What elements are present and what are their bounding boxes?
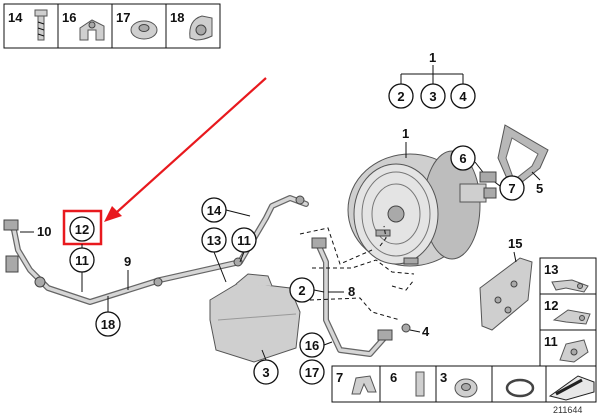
callout-10: 10: [37, 224, 51, 239]
sealant-pack-icon: [548, 375, 595, 401]
side-legend-num-11: 11: [544, 334, 558, 349]
callout-2: 2: [298, 283, 305, 298]
vacuum-line: [3, 195, 309, 305]
bracket: [479, 257, 533, 331]
callout-5: 5: [536, 181, 543, 196]
booster-hose: [311, 237, 393, 357]
callout-2-top: 2: [397, 89, 404, 104]
callout-16: 16: [305, 338, 319, 353]
bottom-legend: 7 6 3: [331, 365, 597, 403]
side-legend-num-13: 13: [544, 262, 558, 277]
top-legend-num-16: 16: [62, 10, 76, 25]
pin-icon: [415, 371, 425, 397]
callout-12: 12: [75, 222, 89, 237]
callout-15: 15: [508, 236, 522, 251]
highlight-arrow: [116, 77, 267, 213]
gasket: [497, 124, 549, 191]
bottom-legend-num-3: 3: [440, 370, 447, 385]
callout-6: 6: [459, 151, 466, 166]
bottom-legend-num-7: 7: [336, 370, 343, 385]
elbow-connector: [3, 219, 19, 231]
bracket-icon: [551, 279, 589, 293]
callout-3-top: 3: [429, 89, 436, 104]
check-valve: [5, 255, 19, 273]
callout-11-left: 11: [75, 253, 89, 268]
top-legend-num-18: 18: [170, 10, 184, 25]
callout-17: 17: [305, 365, 319, 380]
callout-1: 1: [402, 126, 409, 141]
nut-icon: [130, 20, 158, 40]
side-legend: 13 12 11: [539, 257, 597, 369]
collar-nut-icon: [454, 378, 478, 398]
bolt-icon: [34, 9, 48, 41]
callout-4-top: 4: [459, 89, 467, 104]
callout-1-top: 1: [429, 50, 436, 65]
callout-13: 13: [207, 233, 221, 248]
callout-11-mid: 11: [237, 233, 251, 248]
callout-18: 18: [101, 317, 115, 332]
valve-clip-icon: [559, 339, 589, 363]
reference-number: 211644: [553, 405, 582, 415]
callout-9: 9: [124, 254, 131, 269]
callout-7: 7: [508, 181, 515, 196]
brake-booster: [347, 150, 497, 267]
callout-14: 14: [207, 203, 222, 218]
clamp-icon: [189, 15, 213, 41]
spring-clip-icon: [351, 375, 377, 395]
callout-8: 8: [348, 284, 355, 299]
callout-4: 4: [422, 324, 430, 339]
clip-icon: [79, 19, 105, 41]
side-legend-num-12: 12: [544, 298, 558, 313]
bottom-legend-num-6: 6: [390, 370, 397, 385]
top-legend-num-17: 17: [116, 10, 130, 25]
brake-fluid-reservoir: [209, 273, 301, 363]
holder-icon: [552, 309, 591, 325]
assembly-group-1: 1 2 3 4: [388, 50, 476, 109]
highlight-arrowhead: [104, 206, 122, 222]
o-ring-icon: [505, 378, 535, 398]
top-legend-num-14: 14: [8, 10, 23, 25]
callout-3: 3: [262, 365, 269, 380]
top-legend: 14 16 17 18: [3, 3, 221, 49]
